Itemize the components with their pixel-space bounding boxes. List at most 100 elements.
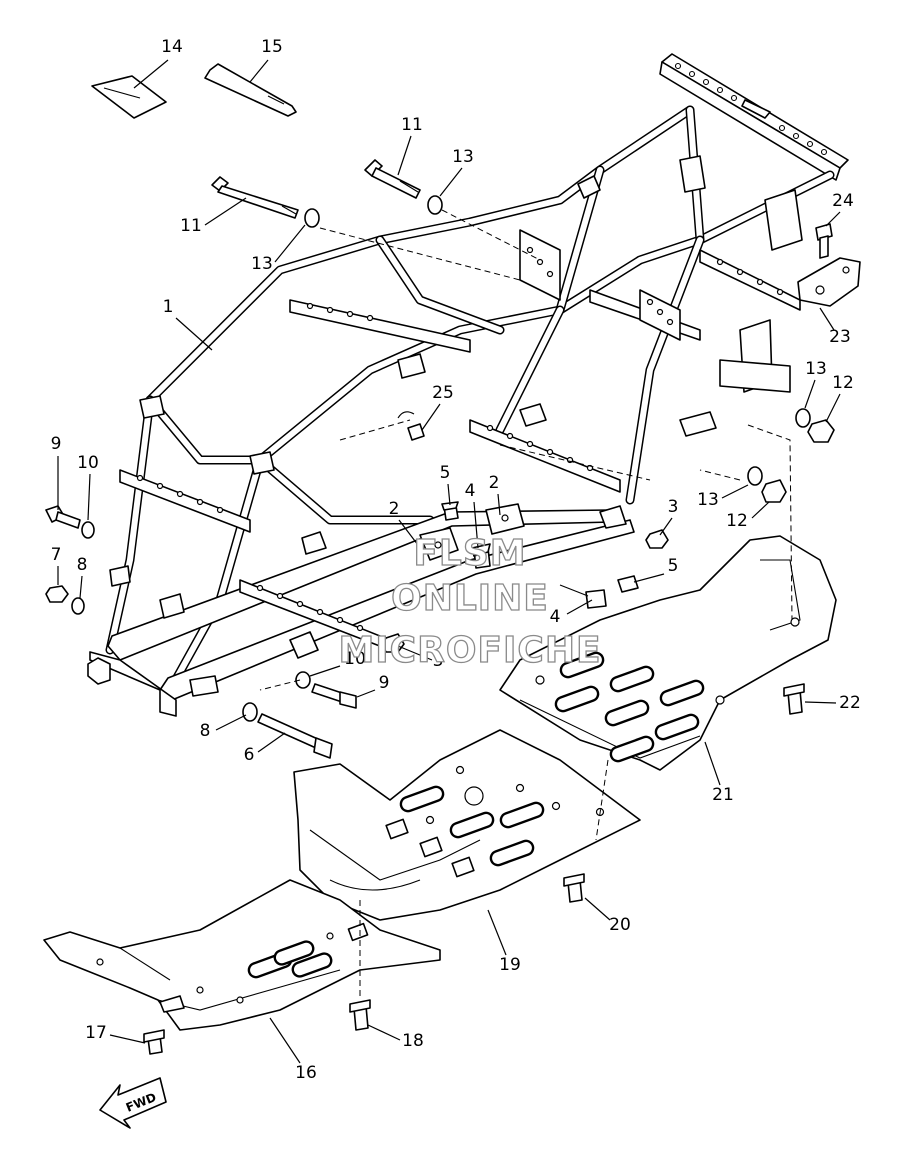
watermark-line-3: MICROFICHE [338,630,601,671]
part-23-bracket [797,257,861,307]
callout-number-8: 8 [77,555,88,575]
leader-line-23 [819,307,835,331]
part-16-front-skid-plate [43,879,441,1031]
callout-number-5: 5 [668,556,679,576]
callout-number-13: 13 [697,490,719,510]
leader-line-18 [367,1024,401,1041]
leader-line-13 [274,224,306,263]
watermark-line-2: ONLINE [391,578,549,619]
callout-number-13: 13 [251,254,273,274]
part-11-bolt-upper [364,159,421,199]
part-9-bolt-left [45,505,81,529]
leader-line-13 [439,167,463,197]
leader-line-22 [804,701,837,704]
part-18-bolt [349,999,371,1031]
part-21-rear-skid-plate [499,535,837,771]
part-13-washer-left [304,208,320,228]
leader-line-11 [204,197,247,226]
callout-number-7: 7 [51,545,62,565]
callout-number-4: 4 [465,481,476,501]
callout-number-22: 22 [839,693,861,713]
part-7-nut [45,585,69,603]
part-13-washer-upper [427,195,443,215]
callout-number-6: 6 [244,745,255,765]
part-10-washer-lower [295,671,311,689]
leader-line-8 [79,575,83,599]
part-13-washer-right-upper [795,408,811,428]
forward-direction-arrow: FWD [99,1077,167,1129]
callout-number-8: 8 [200,721,211,741]
part-8-washer-left [71,597,85,615]
callout-number-3: 3 [668,497,679,517]
part-12-nut-lower [761,479,787,503]
callout-number-13: 13 [805,359,827,379]
callout-leaders [57,59,841,1064]
callout-number-12: 12 [832,373,854,393]
part-3-nut-right [645,529,669,549]
callout-number-9: 9 [379,673,390,693]
leader-line-2 [497,493,501,516]
callout-number-23: 23 [829,327,851,347]
middle-plate-slots [399,785,545,867]
callout-number-10: 10 [77,453,99,473]
leader-line-2 [398,519,419,546]
leader-line-3 [659,517,673,536]
part-12-nut-upper [807,419,835,443]
leader-line-6 [257,732,286,753]
callout-number-14: 14 [161,37,183,57]
leader-line-10 [309,665,341,677]
leader-line-21 [704,741,721,786]
part-20-bolt [563,873,585,903]
leader-line-20 [584,897,611,921]
watermark: FLSM ONLINE MICROFICHE [338,532,601,671]
assembly-dash-lines [259,209,793,1000]
callout-number-9: 9 [51,434,62,454]
part-11-bolt-left [211,176,299,219]
leader-line-5 [633,573,665,583]
part-8-washer-lower [242,702,258,722]
leader-line-4 [566,599,593,615]
front-plate-slots [247,940,333,979]
callout-number-20: 20 [609,915,631,935]
rear-plate-slots [554,651,705,763]
part-4-bolt-upper [471,543,491,569]
callout-number-16: 16 [295,1063,317,1083]
callout-number-17: 17 [85,1023,107,1043]
leader-line-25 [421,403,441,431]
part-17-bolt [143,1029,165,1055]
part-14-tag [91,75,167,119]
part-24-bolt [815,223,833,259]
callout-number-11: 11 [401,115,423,135]
leader-line-1 [175,317,213,351]
leader-line-24 [825,211,841,227]
leader-line-5 [447,483,451,506]
part-6-bolt [257,713,333,759]
callout-number-1: 1 [163,297,174,317]
callout-number-24: 24 [832,191,854,211]
leader-line-13 [804,379,816,409]
leader-line-10 [87,473,91,521]
part-15-tool-bar [204,63,297,117]
watermark-line-1: FLSM [413,533,526,574]
leader-line-13 [721,484,749,499]
part-13-washer-right-lower [747,466,763,486]
callout-number-3: 3 [433,651,444,671]
leader-line-15 [249,59,269,83]
part-22-bolt [783,683,805,715]
part-3-nut-left [381,633,405,653]
leader-line-17 [109,1034,146,1044]
leader-line-19 [487,909,507,956]
part-19-middle-skid-plate [293,729,641,921]
callout-number-13: 13 [452,147,474,167]
part-5-bolt-upper [441,501,459,521]
leader-line-12 [751,501,770,519]
callout-number-18: 18 [402,1031,424,1051]
part-25-clip [397,411,425,441]
callout-number-11: 11 [180,216,202,236]
leader-line-14 [133,59,169,89]
part-10-washer-left [81,521,95,539]
leader-line-12 [825,393,841,423]
